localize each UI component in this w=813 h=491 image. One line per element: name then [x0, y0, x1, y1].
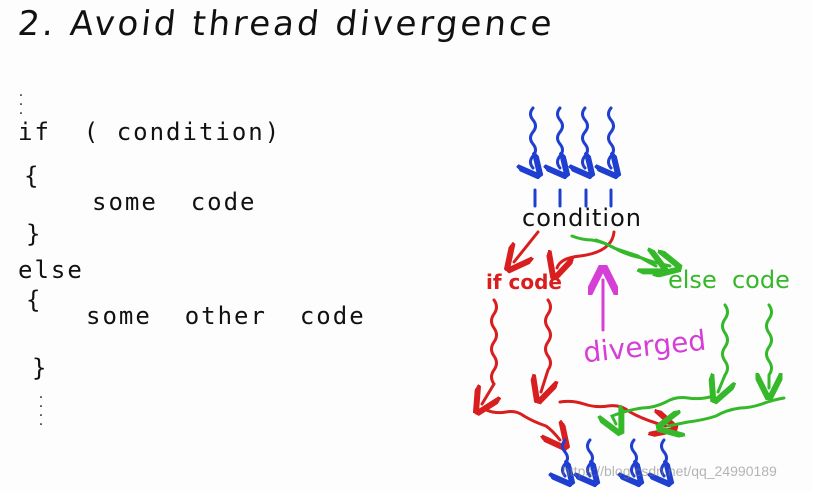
else-code-label: else code — [668, 266, 790, 294]
if-branch-arrows — [482, 230, 666, 440]
code-close-brace-1: } — [26, 220, 43, 248]
out-thread-1 — [563, 438, 568, 476]
watermark: https://blog.csdn.net/qq_24990189 — [562, 463, 777, 479]
out-thread-3 — [632, 438, 637, 476]
out-thread-2 — [588, 438, 593, 476]
thread-arrow-1 — [531, 106, 536, 168]
if-code-label: if code — [486, 270, 562, 294]
ellipsis-bottom: ···· — [38, 390, 44, 433]
thread-arrow-4 — [609, 106, 614, 168]
outgoing-threads — [563, 438, 667, 476]
code-else-line: else — [18, 256, 84, 284]
if-path-2 — [541, 298, 551, 392]
if-path-1 — [482, 298, 497, 404]
else-path-2 — [767, 303, 772, 388]
thread-arrow-3 — [583, 106, 588, 168]
code-some-other-code: some other code — [86, 302, 366, 330]
out-thread-4 — [662, 438, 667, 476]
code-close-brace-2: } — [32, 354, 49, 382]
code-some-code: some code — [92, 188, 257, 216]
code-open-brace-1: { — [24, 162, 41, 190]
code-open-brace-2: { — [26, 286, 43, 314]
incoming-threads — [531, 106, 614, 208]
condition-label: condition — [522, 204, 642, 232]
else-path-1 — [718, 303, 728, 392]
thread-arrow-2 — [558, 106, 563, 168]
code-if-line: if ( condition) — [18, 118, 282, 146]
ellipsis-top: ··· — [18, 88, 24, 122]
else-branch-arrows — [570, 234, 786, 426]
